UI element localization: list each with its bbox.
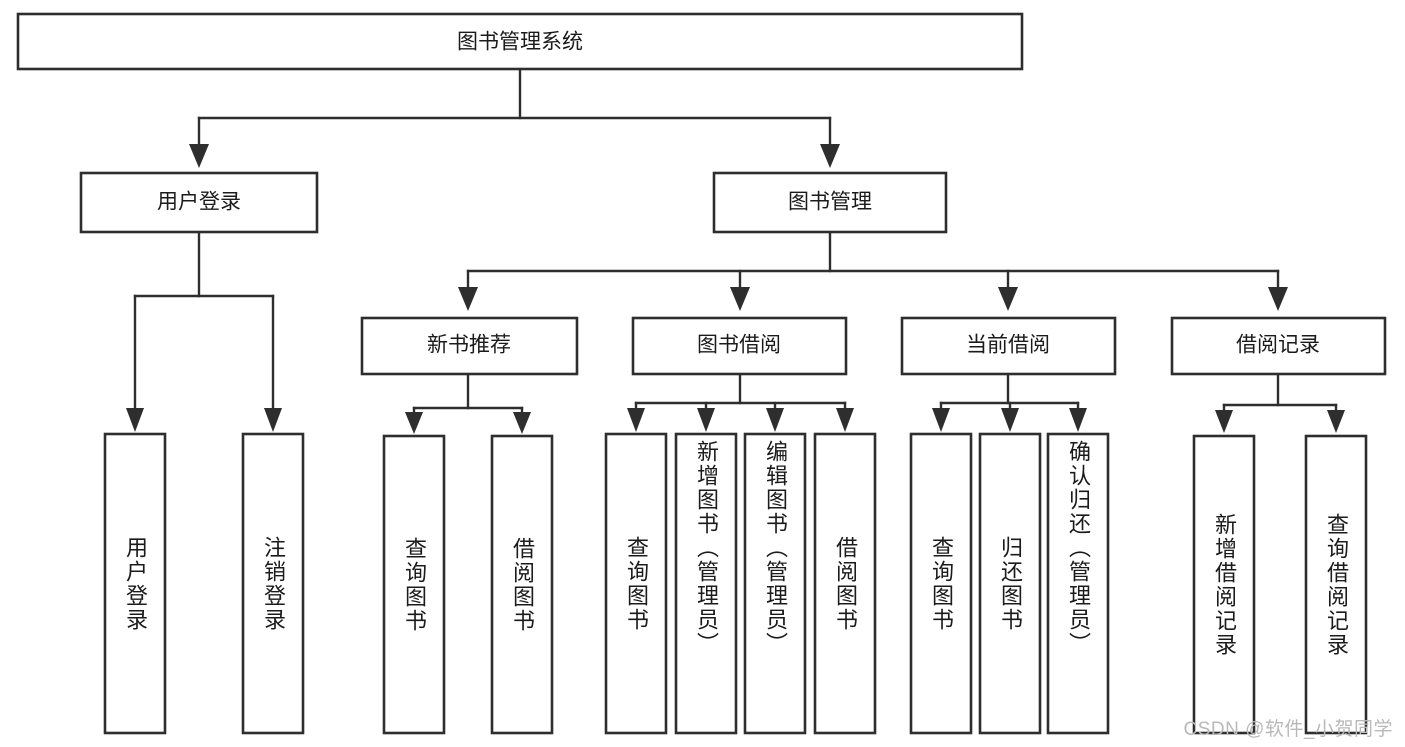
- arrow-head-leaf-bb-2: [697, 408, 715, 432]
- leaf-box-bb-1[interactable]: [604, 432, 668, 735]
- arrow-head-leaf-nbr-2: [513, 412, 531, 434]
- node-book-borrow-label: 图书借阅: [697, 334, 781, 357]
- node-current-borrow-label: 当前借阅: [966, 334, 1050, 357]
- arrow-head-leaf-br-1: [1215, 410, 1233, 433]
- node-borrow-records-box[interactable]: [1170, 316, 1387, 376]
- node-user-login[interactable]: 用户登录: [79, 171, 319, 234]
- leaf-box-bb-3[interactable]: [743, 432, 807, 735]
- arrow-head-leaf-bb-3: [766, 408, 784, 432]
- node-new-book-recommend[interactable]: 新书推荐: [360, 316, 579, 376]
- leaf-box-br-2[interactable]: [1304, 434, 1368, 735]
- arrow-head-leaf-bb-1: [627, 408, 645, 432]
- node-root-label: 图书管理系统: [457, 31, 583, 54]
- arrow-head-book-borrow: [730, 287, 750, 311]
- node-user-login-box[interactable]: [79, 171, 319, 234]
- arrow-head-leaf-cb-1: [932, 408, 950, 432]
- node-borrow-records[interactable]: 借阅记录: [1170, 316, 1387, 376]
- node-root[interactable]: 图书管理系统: [16, 12, 1024, 71]
- leaf-box-nbr-2[interactable]: [490, 434, 554, 735]
- leaf-box-cb-1[interactable]: [909, 432, 973, 735]
- leaf-box-nbr-1[interactable]: [382, 434, 446, 735]
- node-book-borrow-box[interactable]: [631, 316, 848, 376]
- leaf-box-user-login-2[interactable]: [241, 432, 305, 735]
- node-book-management-label: 图书管理: [788, 191, 872, 214]
- node-book-management-box[interactable]: [712, 171, 948, 234]
- arrow-head-user-login: [189, 144, 209, 168]
- connector-group-current-borrow: [932, 372, 1087, 432]
- connector-group-borrow-records: [1215, 372, 1345, 433]
- connector-group-new-book-recommend: [405, 372, 531, 434]
- arrow-head-borrow-records: [1268, 287, 1288, 311]
- node-borrow-records-label: 借阅记录: [1236, 334, 1320, 357]
- arrow-head-leaf-br-2: [1327, 410, 1345, 433]
- leaf-box-cb-3[interactable]: [1046, 432, 1110, 735]
- node-current-borrow[interactable]: 当前借阅: [900, 316, 1117, 376]
- leaf-box-bb-4[interactable]: [813, 432, 877, 735]
- leaf-box-br-1[interactable]: [1192, 434, 1256, 735]
- arrow-head-leaf-user-login-2: [264, 408, 282, 432]
- node-book-borrow[interactable]: 图书借阅: [631, 316, 848, 376]
- node-book-management[interactable]: 图书管理: [712, 171, 948, 234]
- node-new-book-recommend-label: 新书推荐: [427, 334, 511, 357]
- arrow-head-leaf-cb-3: [1069, 408, 1087, 432]
- watermark-text: CSDN @软件_小贺同学: [1183, 719, 1393, 740]
- leaf-box-bb-2[interactable]: [674, 432, 738, 735]
- connector-group-book-borrow: [627, 372, 854, 432]
- arrow-head-current-borrow: [998, 287, 1018, 311]
- connector-group-book-mgmt: [458, 230, 1288, 311]
- arrow-head-leaf-cb-2: [1001, 408, 1019, 432]
- node-root-box[interactable]: [16, 12, 1024, 71]
- arrow-head-leaf-bb-4: [836, 408, 854, 432]
- arrow-head-new-book-recommend: [458, 287, 478, 311]
- connector-group-user-login: [126, 230, 282, 432]
- node-new-book-recommend-box[interactable]: [360, 316, 579, 376]
- leaf-box-user-login-1[interactable]: [103, 432, 167, 735]
- arrow-head-leaf-nbr-1: [405, 412, 423, 434]
- connector-group-root: [189, 67, 840, 168]
- arrow-head-leaf-user-login-1: [126, 408, 144, 432]
- node-current-borrow-box[interactable]: [900, 316, 1117, 376]
- node-user-login-label: 用户登录: [157, 191, 241, 214]
- leaf-box-cb-2[interactable]: [978, 432, 1042, 735]
- arrow-head-book-mgmt: [820, 144, 840, 168]
